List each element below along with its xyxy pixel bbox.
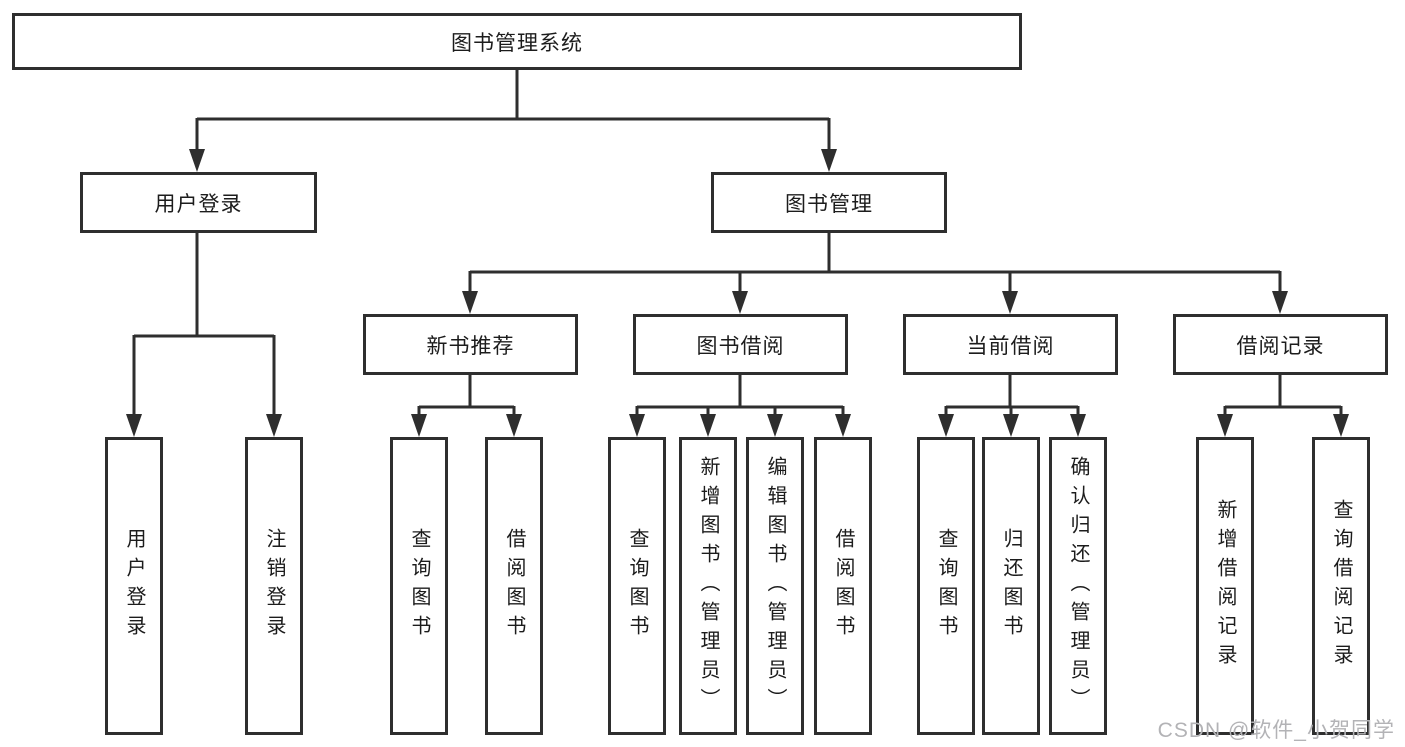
node-user-login-module: 用户登录 bbox=[80, 172, 317, 233]
node-add-borrow-record: 新增借阅记录 bbox=[1196, 437, 1254, 735]
node-book-borrowing: 图书借阅 bbox=[633, 314, 848, 375]
node-add-books-admin: 新增图书（管理员） bbox=[679, 437, 737, 735]
node-return-books: 归还图书 bbox=[982, 437, 1040, 735]
node-current-query-books: 查询图书 bbox=[917, 437, 975, 735]
node-confirm-return-admin: 确认归还（管理员） bbox=[1049, 437, 1107, 735]
node-logout: 注销登录 bbox=[245, 437, 303, 735]
node-borrowing-borrow-books: 借阅图书 bbox=[814, 437, 872, 735]
node-edit-books-admin: 编辑图书（管理员） bbox=[746, 437, 804, 735]
node-borrowing-query-books: 查询图书 bbox=[608, 437, 666, 735]
node-borrowing-records: 借阅记录 bbox=[1173, 314, 1388, 375]
node-recommend-borrow-books: 借阅图书 bbox=[485, 437, 543, 735]
arrowheads bbox=[126, 149, 1349, 437]
node-new-book-recommendation: 新书推荐 bbox=[363, 314, 578, 375]
node-root-library-management-system: 图书管理系统 bbox=[12, 13, 1022, 70]
node-book-management: 图书管理 bbox=[711, 172, 947, 233]
node-query-borrow-record: 查询借阅记录 bbox=[1312, 437, 1370, 735]
node-current-borrowing: 当前借阅 bbox=[903, 314, 1118, 375]
node-user-login: 用户登录 bbox=[105, 437, 163, 735]
node-recommend-query-books: 查询图书 bbox=[390, 437, 448, 735]
